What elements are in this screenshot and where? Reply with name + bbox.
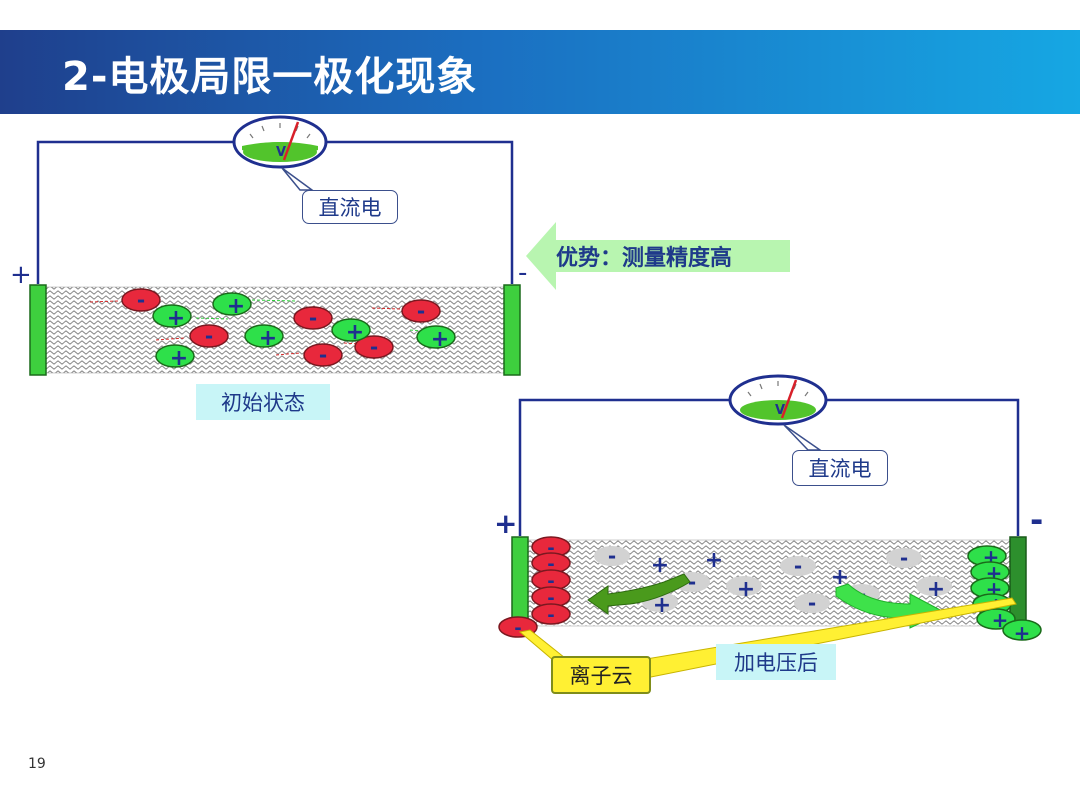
top-negative-ion: - [354,335,394,359]
accumulated-negative-ion: - [531,552,571,575]
svg-text:+: + [927,577,945,602]
top-negative-ion: - [303,343,343,367]
top-positive-ion: + [331,318,371,345]
bottom-grey-negative-ion: - [886,546,922,570]
svg-text:+: + [167,306,185,331]
accumulated-positive-ion: + [1002,619,1042,645]
svg-text:-: - [808,591,816,615]
top-negative-ion: - [293,306,333,330]
top-positive-ion: + [152,304,192,331]
svg-text:-: - [608,544,616,568]
top-meter-symbol: V [276,145,287,160]
bottom-circuit [511,398,1027,627]
cathode-ion-cloud: + + + + + + [967,545,1042,645]
bottom-meter-symbol: V [775,403,786,418]
advantage-arrow [526,222,790,290]
svg-text:+: + [1014,621,1031,645]
slide-title: 2-电极局限一极化现象 [62,54,478,100]
bottom-free-positive-sign: + [705,548,723,573]
svg-text:-: - [547,554,554,575]
top-positive-ion: + [244,324,284,351]
svg-text:-: - [547,571,554,592]
svg-text:+: + [346,320,364,345]
top-red-ions: - - - - - - [121,288,441,367]
top-negative-ion: - [121,288,161,312]
bottom-free-positive-sign: + [651,553,669,578]
svg-text:-: - [137,288,145,312]
bottom-free-positive-sign: + [831,565,849,590]
bottom-anode [511,536,529,624]
bottom-dc-callout: 直流电 [792,450,888,486]
anion-migration-arrow [587,573,691,615]
bottom-minus-terminal: - [1030,501,1044,539]
top-cathode [503,284,521,376]
accumulated-negative-ion: - [531,603,571,626]
svg-text:-: - [547,538,554,559]
svg-text:-: - [547,605,554,626]
top-positive-ion: + [155,344,195,371]
title-bar [0,30,1080,114]
top-voltmeter [232,115,328,169]
svg-text:-: - [319,343,327,367]
top-positive-ion: + [212,292,252,319]
bottom-grey-negative-ion: - [780,554,816,578]
top-negative-ion: - [401,299,441,323]
top-dc-callout: 直流电 [302,190,398,224]
svg-text:+: + [653,593,671,618]
svg-text:+: + [431,327,449,352]
svg-text:-: - [688,570,696,594]
bottom-plus-terminal: + [494,507,518,540]
svg-text:-: - [794,554,802,578]
top-positive-ion: + [416,325,456,352]
svg-text:+: + [170,346,188,371]
bottom-grey-negative-ion: - [594,544,630,568]
svg-text:-: - [370,335,378,359]
svg-text:-: - [900,546,908,570]
svg-text:+: + [227,294,245,319]
svg-text:-: - [417,299,425,323]
svg-text:+: + [737,577,755,602]
svg-text:-: - [514,618,521,639]
top-green-ions: + + + + + + [152,292,456,371]
top-anode [29,284,47,376]
advantage-text: 优势：测量精度高 [556,246,733,271]
svg-text:+: + [259,326,277,351]
svg-text:-: - [309,306,317,330]
bottom-grey-positive-ion: + [916,576,952,602]
after-voltage-label: 加电压后 [716,644,836,680]
bottom-cathode [1009,536,1027,624]
top-negative-ion: - [189,324,229,348]
bottom-grey-positive-ion: + [726,576,762,602]
initial-state-label: 初始状态 [196,384,330,420]
page-number: 19 [28,756,46,772]
ion-cloud-label: 离子云 [551,656,651,694]
svg-text:-: - [205,324,213,348]
top-plus-terminal: + [10,260,32,290]
top-minus-terminal: - [518,258,528,288]
bottom-grey-negative-ion: - [794,591,830,615]
svg-text:-: - [547,588,554,609]
bottom-voltmeter [728,374,828,426]
